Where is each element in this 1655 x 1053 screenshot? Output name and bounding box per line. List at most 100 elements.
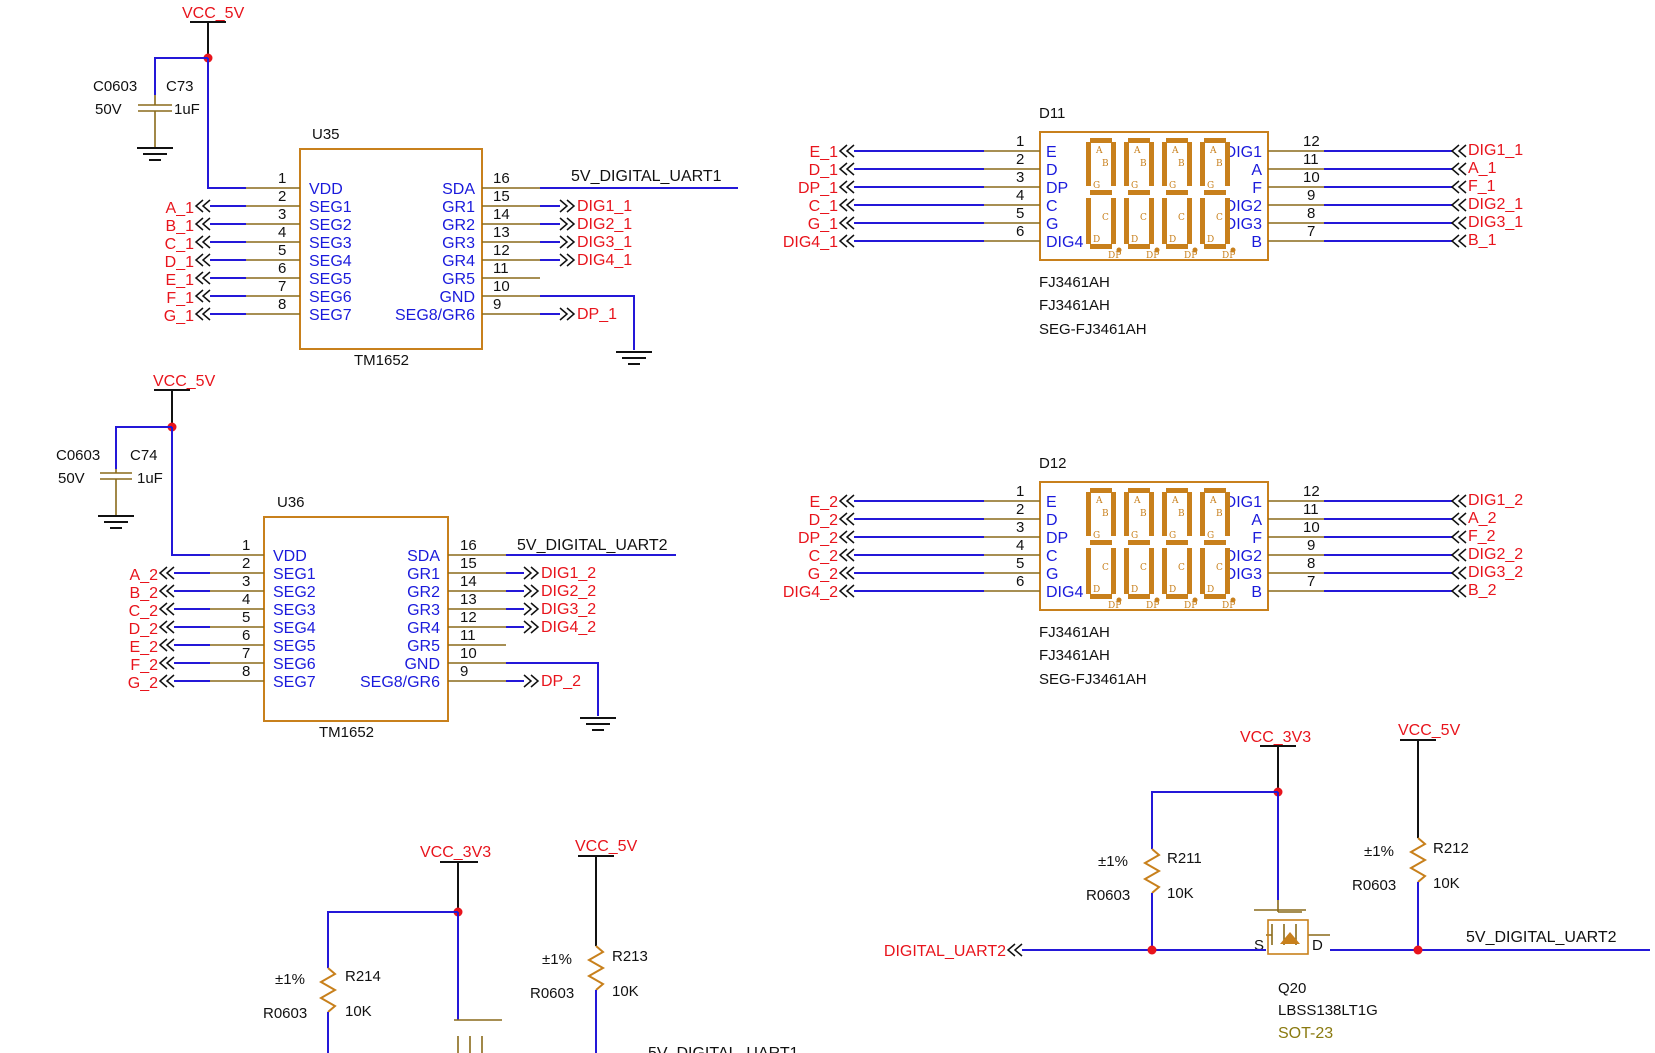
pin-num: 10	[1303, 519, 1320, 536]
segment-letter: DP	[1108, 601, 1121, 611]
pin-name: SEG7	[273, 674, 316, 691]
segment-bar	[1090, 190, 1112, 195]
pin-name: SEG7	[309, 307, 352, 324]
segment-letter: G	[1207, 181, 1214, 191]
segment-bar	[1166, 244, 1188, 249]
segment-bar	[1149, 492, 1154, 536]
mosfet-pkg: SOT-23	[1278, 1025, 1333, 1042]
pin-name: SDA	[442, 181, 475, 198]
pin-num: 11	[1303, 151, 1319, 168]
segment-bar	[1090, 138, 1112, 143]
pin-num: 6	[1016, 573, 1024, 590]
segment-bar	[1090, 488, 1112, 493]
driver-u35: VCC_5V C0603 C73 50V 1uF U35 TM1652 1 2 …	[93, 5, 738, 369]
segment-bar	[1187, 142, 1192, 186]
segment-bar	[1225, 198, 1230, 244]
display-line3-d12: SEG-FJ3461AH	[1039, 671, 1147, 688]
pin-num: 2	[278, 188, 286, 205]
pin-name: GR2	[407, 584, 440, 601]
segment-letter: A	[1133, 496, 1141, 506]
segment-letter: G	[1093, 181, 1100, 191]
pin-num: 12	[1303, 133, 1320, 150]
ic-ref-u35: U35	[312, 126, 340, 143]
display-d12: D12 FJ3461AH FJ3461AH SEG-FJ3461AH 1 2 3…	[783, 455, 1523, 688]
pin-num: 4	[278, 224, 286, 241]
segment-letter: A	[1171, 146, 1179, 156]
pin-name: E	[1046, 144, 1057, 161]
pin-name: SEG8/GR6	[360, 674, 440, 691]
display-line3-d11: SEG-FJ3461AH	[1039, 321, 1147, 338]
pin-num: 13	[493, 224, 510, 241]
pin-name: DIG3	[1225, 216, 1262, 233]
segment-bar	[1090, 244, 1112, 249]
pin-name: VDD	[309, 181, 343, 198]
res-r212-ref: R212	[1433, 840, 1469, 857]
net-label: B_2	[1468, 582, 1497, 599]
segment-letter: D	[1207, 235, 1214, 245]
display-ref-d11: D11	[1039, 105, 1065, 122]
segment-letter: B	[1102, 159, 1109, 169]
display-body-d12	[1039, 481, 1269, 611]
segment-dp-dot	[1230, 247, 1236, 253]
net-label: D_1	[809, 162, 838, 179]
net-label: DIG2_2	[541, 583, 596, 600]
net-label: DIG2_1	[577, 216, 632, 233]
segment-letter: C	[1140, 563, 1147, 573]
level-shifter-lower: VCC_3V3 ±1% R0603 R214 10K VCC_5V ±1% R0…	[263, 838, 799, 1053]
segment-letter: DP	[1222, 601, 1235, 611]
pin-num: 2	[1016, 151, 1024, 168]
segment-letter: C	[1178, 563, 1185, 573]
pin-num: 9	[493, 296, 501, 313]
net-label: C_2	[809, 548, 838, 565]
pin-name: DIG3	[1225, 566, 1262, 583]
segment-bar	[1124, 198, 1129, 244]
power-label-vcc5-q20: VCC_5V	[1398, 722, 1461, 739]
net-label: DIG3_2	[541, 601, 596, 618]
segment-bar	[1204, 488, 1226, 493]
segment-bar	[1086, 198, 1091, 244]
cap-c73-pkg: C0603	[93, 78, 137, 95]
pin-name: DIG2	[1225, 548, 1262, 565]
net-label: B_2	[130, 585, 159, 602]
pin-num: 10	[1303, 169, 1320, 186]
pin-num: 2	[1016, 501, 1024, 518]
segment-letter: D	[1131, 235, 1138, 245]
segment-bar	[1166, 138, 1188, 143]
segment-letter: B	[1178, 159, 1185, 169]
segment-letter: DP	[1108, 251, 1121, 261]
segment-bar	[1124, 492, 1129, 536]
mosfet-d: D	[1312, 937, 1323, 954]
segment-bar	[1149, 198, 1154, 244]
segment-letter: D	[1169, 235, 1176, 245]
pin-num: 7	[278, 278, 286, 295]
segment-letter: DP	[1146, 251, 1159, 261]
pin-name: GR5	[442, 271, 475, 288]
pin-name: DP	[1046, 530, 1068, 547]
net-label: DIG4_1	[783, 234, 838, 251]
net-label: A_1	[166, 200, 195, 217]
power-label-vcc5-lower: VCC_5V	[575, 838, 638, 855]
pin-name: SEG6	[309, 289, 352, 306]
segment-letter: A	[1171, 496, 1179, 506]
pin-num: 5	[242, 609, 250, 626]
pin-num: 7	[242, 645, 250, 662]
pin-name: F	[1252, 530, 1262, 547]
net-label: F_1	[166, 290, 194, 307]
segment-bar	[1187, 198, 1192, 244]
segment-dp-dot	[1116, 247, 1122, 253]
power-label-vcc5-u36: VCC_5V	[153, 373, 216, 390]
res-r211-val: 10K	[1167, 885, 1194, 902]
segment-bar	[1128, 190, 1150, 195]
pin-num: 9	[1307, 187, 1315, 204]
pin-num: 3	[1016, 169, 1024, 186]
pin-name: GR4	[407, 620, 440, 637]
net-label: B_1	[1468, 232, 1497, 249]
mosfet-ref: Q20	[1278, 980, 1306, 997]
res-r213-ref: R213	[612, 948, 648, 965]
net-label: A_1	[1468, 160, 1497, 177]
net-label: D_2	[129, 621, 158, 638]
mosfet-part: LBSS138LT1G	[1278, 1002, 1378, 1019]
segment-bar	[1111, 142, 1116, 186]
segment-bar	[1162, 198, 1167, 244]
segment-bar	[1225, 142, 1230, 186]
